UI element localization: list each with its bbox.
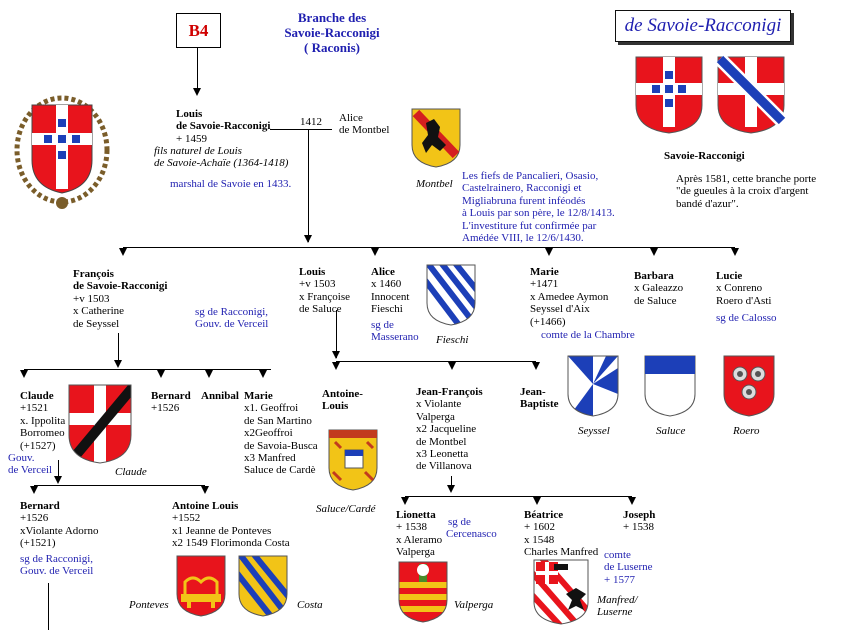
ponteves-arms	[175, 554, 227, 618]
founder-name: Louis de Savoie-Racconigi	[176, 108, 271, 133]
savoie-racconigi-arms-bend	[716, 55, 786, 135]
antoine-louis-gen4: Antoine Louis +1552 x1 Jeanne de Ponteve…	[172, 500, 290, 550]
branch-title: Branche des Savoie-Racconigi ( Raconis)	[284, 10, 380, 55]
manfred-luserne-arms	[532, 558, 590, 626]
founder-death: + 1459	[176, 133, 207, 145]
spouse-name: Alice de Montbel	[339, 112, 390, 137]
arrow	[332, 362, 340, 370]
connector	[48, 583, 49, 630]
founder-office: marshal de Savoie en 1433.	[170, 178, 292, 190]
note-1581: Après 1581, cette branche porte "de gueu…	[676, 173, 817, 210]
arrow	[628, 497, 636, 505]
branch-code: B4	[176, 13, 221, 48]
arrow	[205, 370, 213, 378]
arrow	[119, 248, 127, 256]
alice-note: sg de Masserano	[371, 319, 419, 344]
arrow	[371, 248, 379, 256]
saluce-caption: Saluce	[656, 425, 686, 437]
costa-arms	[237, 554, 289, 618]
connector	[118, 333, 119, 366]
seyssel-caption: Seyssel	[578, 425, 610, 437]
arrow	[30, 486, 38, 494]
valperga-arms	[397, 560, 449, 624]
francois-note: sg de Racconigi, Gouv. de Verceil	[195, 306, 269, 331]
bernard-gen3: Bernard +1526	[151, 390, 191, 415]
arrow	[157, 370, 165, 378]
savoie-collar-arms	[12, 95, 112, 215]
gen4-line	[34, 485, 205, 486]
arrow	[731, 248, 739, 256]
arrow	[533, 497, 541, 505]
savoie-racconigi-arms-cross	[634, 55, 704, 135]
child-louis: Louis +v 1503 x Françoise de Saluce	[299, 266, 351, 316]
costa-caption: Costa	[297, 599, 323, 611]
claude: Claude +1521 x. Ippolita Borromeo (+1527…	[20, 390, 66, 452]
montbel-caption: Montbel	[416, 178, 453, 190]
fieschi-caption: Fieschi	[436, 334, 469, 346]
marriage-line	[270, 129, 332, 130]
arrow	[201, 486, 209, 494]
founder-origin: fils naturel de Louis de Savoie-Achaïe (…	[154, 145, 289, 170]
saluce-carde-arms	[327, 428, 379, 492]
manfred-luserne-caption: Manfred/ Luserne	[597, 594, 638, 619]
valperga-caption: Valperga	[454, 599, 494, 611]
child-alice: Alice x 1460 Innocent Fieschi	[371, 266, 410, 316]
jean-francois: Jean-François x Violante Valperga x2 Jac…	[416, 386, 483, 473]
beatrice-note: comte de Luserne + 1577	[604, 549, 653, 586]
bernard-gen4-note: sg de Racconigi, Gouv. de Verceil	[20, 553, 94, 578]
child-barbara: Barbara x Galeazzo de Saluce	[634, 270, 684, 307]
connector	[451, 476, 452, 490]
claude-note: Gouv. de Verceil	[8, 452, 53, 477]
connector	[336, 310, 337, 358]
arrow	[304, 235, 312, 243]
montbel-arms	[410, 107, 462, 169]
lucie-note: sg de Calosso	[716, 312, 777, 324]
antoine-louis: Antoine- Louis	[322, 388, 363, 413]
ponteves-caption: Ponteves	[129, 599, 169, 611]
arrow	[401, 497, 409, 505]
gen3-louis-line	[336, 361, 536, 362]
arrow	[193, 88, 201, 96]
family-title: de Savoie-Racconigi	[615, 10, 791, 42]
marie-gen3: Marie x1. Geoffroi de San Martino x2Geof…	[244, 390, 318, 477]
arrow	[532, 362, 540, 370]
arrow	[332, 351, 340, 359]
claude-arms-caption: Claude	[115, 466, 147, 478]
arrow	[448, 362, 456, 370]
arrow	[54, 476, 62, 484]
annibal: Annibal	[201, 390, 239, 402]
saluce-arms	[643, 354, 697, 418]
saluce-carde-caption: Saluce/Cardé	[316, 503, 376, 515]
jean-baptiste: Jean- Baptiste	[520, 386, 559, 411]
arrow	[114, 360, 122, 368]
gen3-line	[24, 369, 271, 370]
beatrice: Béatrice + 1602 x 1548 Charles Manfred	[524, 509, 599, 559]
bernard-gen4: Bernard +1526 xViolante Adorno (+1521)	[20, 500, 99, 550]
marriage-year: 1412	[300, 116, 322, 128]
lionetta-note: sg de Cercenasco	[446, 516, 497, 541]
roero-caption: Roero	[733, 425, 760, 437]
child-marie: Marie +1471 x Amedee Aymon Seyssel d'Aix…	[530, 266, 609, 328]
lionetta: Lionetta + 1538 x Aleramo Valperga	[396, 509, 443, 559]
connector	[308, 130, 309, 242]
claude-arms	[67, 383, 133, 465]
arrow	[545, 248, 553, 256]
arrow	[447, 485, 455, 493]
arms-caption: Savoie-Racconigi	[664, 150, 745, 162]
children-line	[123, 247, 735, 248]
gen4-jf-line	[405, 496, 632, 497]
marie-note: comte de la Chambre	[541, 329, 635, 341]
fieschi-arms	[425, 263, 477, 327]
arrow	[650, 248, 658, 256]
connector	[197, 48, 198, 90]
child-francois: François de Savoie-Racconigi +v 1503 x C…	[73, 268, 168, 330]
connector	[58, 460, 59, 482]
fiefs-note: Les fiefs de Pancalieri, Osasio, Castelr…	[462, 170, 615, 245]
joseph: Joseph + 1538	[623, 509, 656, 534]
child-lucie: Lucie x Conreno Roero d'Asti	[716, 270, 772, 307]
arrow	[259, 370, 267, 378]
arrow	[20, 370, 28, 378]
roero-arms	[722, 354, 776, 418]
seyssel-arms	[566, 354, 620, 418]
